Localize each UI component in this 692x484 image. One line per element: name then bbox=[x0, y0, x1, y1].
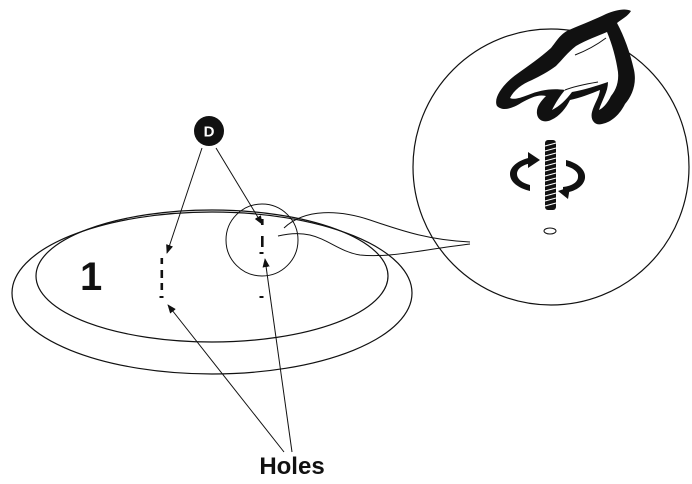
magnified-hole bbox=[543, 227, 557, 235]
callout-d-letter: D bbox=[204, 124, 215, 141]
tabletop bbox=[11, 209, 413, 375]
threaded-rod-icon bbox=[544, 140, 557, 210]
detail-source-circle bbox=[225, 203, 299, 277]
hand-pinch-icon bbox=[496, 9, 635, 125]
tabletop-inner-edge bbox=[35, 209, 389, 343]
rotate-arrows-icon bbox=[510, 152, 586, 199]
detail-leader-lines bbox=[283, 212, 471, 243]
hole-marks-right bbox=[259, 219, 264, 298]
holes-label: Holes bbox=[259, 453, 324, 480]
callout-d-arrow-left bbox=[166, 147, 203, 254]
hole-marks-left bbox=[159, 258, 164, 298]
holes-arrow-left bbox=[167, 304, 285, 453]
callout-d: D bbox=[194, 116, 224, 146]
callout-d-arrow-right bbox=[215, 147, 263, 225]
tabletop-outer-edge bbox=[11, 211, 413, 375]
holes-arrow-right bbox=[262, 258, 293, 453]
detail-magnified-circle bbox=[412, 28, 690, 306]
part-number-label: 1 bbox=[80, 255, 102, 299]
callout-d-badge bbox=[194, 116, 224, 146]
